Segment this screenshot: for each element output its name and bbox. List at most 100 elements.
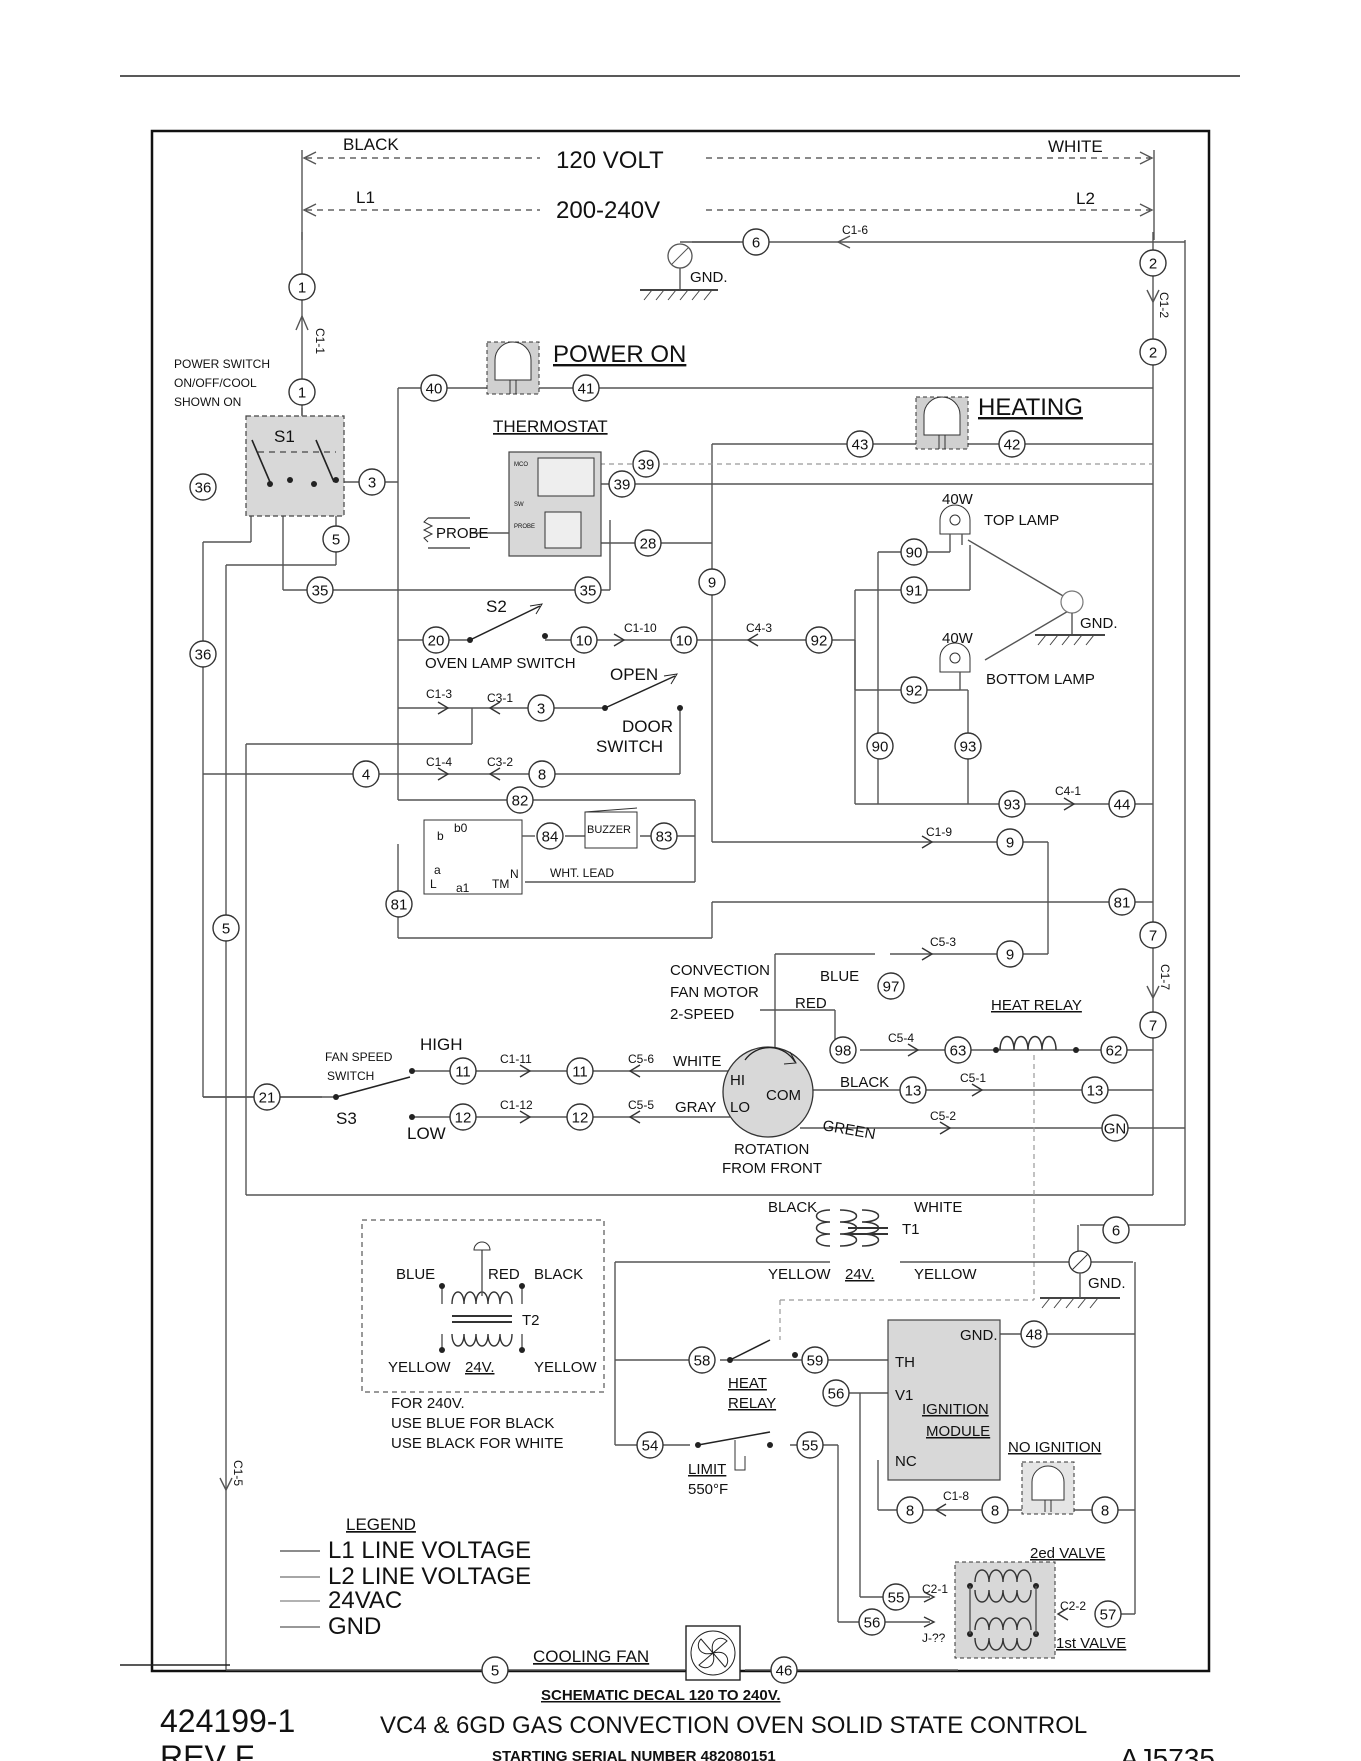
t2-note-3: USE BLACK FOR WHITE: [391, 1435, 564, 1452]
gnd-label-lamps: GND.: [1080, 615, 1118, 632]
wire-node-36: 36: [189, 640, 217, 668]
rotation-label-1: ROTATION: [734, 1141, 809, 1158]
wire-node-43: 43: [846, 430, 874, 458]
wire-white-label: WHITE: [673, 1053, 721, 1070]
heat-relay-label: HEAT RELAY: [991, 997, 1082, 1014]
wire-node-48: 48: [1020, 1320, 1048, 1348]
wire-node-82: 82: [506, 786, 534, 814]
wire-node-GN: GN: [1101, 1114, 1129, 1142]
t2-note-1: FOR 240V.: [391, 1395, 465, 1412]
connector-c5-1: C5-1: [960, 1071, 986, 1085]
wire-node-number: 83: [656, 829, 673, 846]
wire-node-number: 39: [638, 457, 655, 474]
ignition-module: GND. TH V1 NC IGNITION MODULE: [887, 1319, 1001, 1481]
motor-lo: LO: [730, 1099, 750, 1116]
wire-node-20: 20: [422, 626, 450, 654]
t1-24v-label: 24V.: [845, 1266, 874, 1283]
wire-node-91: 91: [900, 576, 928, 604]
connector-c1-12: C1-12: [500, 1098, 533, 1112]
connector-c4-1: C4-1: [1055, 784, 1081, 798]
wire-node-8: 8: [981, 1496, 1009, 1524]
line1-right-label: WHITE: [1048, 137, 1103, 156]
connector-c1-1: C1-1: [313, 328, 327, 354]
wire-node-number: 9: [1006, 835, 1014, 852]
ign-th-label: TH: [895, 1354, 915, 1371]
wire-node-number: 6: [752, 235, 760, 252]
line1-left-label: BLACK: [343, 135, 399, 154]
wire-red-label: RED: [795, 995, 827, 1012]
timer-n: N: [510, 867, 519, 881]
wire-node-10: 10: [570, 626, 598, 654]
wire-node-number: 12: [572, 1110, 589, 1127]
heating-indicator: HEATING: [915, 394, 1083, 450]
wire-node-56: 56: [858, 1608, 886, 1636]
connector-j: J-??: [922, 1631, 946, 1645]
wire-node-number: 5: [332, 532, 340, 549]
wire-node-number: 4: [362, 767, 370, 784]
wire-node-3: 3: [358, 468, 386, 496]
ground-symbol-t1: GND.: [1040, 1250, 1126, 1309]
wire-black-label: BLACK: [840, 1074, 889, 1091]
wire-node-8: 8: [896, 1496, 924, 1524]
wire-node-54: 54: [636, 1431, 664, 1459]
line1-center-label: 120 VOLT: [556, 147, 664, 174]
limit-switch: LIMIT 550°F: [688, 1431, 773, 1498]
connector-c1-3: C1-3: [426, 687, 452, 701]
wire-node-35: 35: [306, 576, 334, 604]
probe-label: PROBE: [436, 525, 489, 542]
thermostat-label: THERMOSTAT: [493, 417, 608, 436]
convection-fan-motor: CONVECTION FAN MOTOR 2-SPEED HI LO COM R…: [670, 962, 822, 1177]
fan-motor-label-1: CONVECTION: [670, 962, 770, 979]
wire-node-8: 8: [528, 760, 556, 788]
door-open-label: OPEN: [610, 665, 658, 684]
wire-node-number: 3: [368, 475, 376, 492]
legend-item-l1: L1 LINE VOLTAGE: [328, 1537, 531, 1564]
wire-node-number: 39: [614, 477, 631, 494]
wire-node-93: 93: [998, 790, 1026, 818]
title-block: SCHEMATIC DECAL 120 TO 240V. VC4 & 6GD G…: [160, 1687, 1215, 1761]
wire-node-number: 46: [776, 1663, 793, 1680]
wire-node-number: 81: [1114, 895, 1131, 912]
wire-node-number: 57: [1100, 1607, 1117, 1624]
wire-node-number: 63: [950, 1043, 967, 1060]
wire-green-label: GREEN: [821, 1117, 876, 1143]
wire-blue-label: BLUE: [820, 968, 859, 985]
t1-white-label: WHITE: [914, 1199, 962, 1216]
wire-node-number: 6: [1112, 1223, 1120, 1240]
wire-node-7: 7: [1139, 921, 1167, 949]
schematic-frame: [150, 129, 1211, 1673]
wire-node-58: 58: [688, 1346, 716, 1374]
motor-com: COM: [766, 1087, 801, 1104]
buzzer-label: BUZZER: [587, 824, 631, 836]
ign-gnd-label: GND.: [960, 1327, 998, 1344]
s1-label: S1: [274, 427, 295, 446]
legend-title: LEGEND: [346, 1515, 416, 1534]
t1-black-label: BLACK: [768, 1199, 817, 1216]
transformer-t2: BLUE RED BLACK YELLOW YELLOW 24V. T2 FOR…: [361, 1219, 605, 1452]
connector-c1-9: C1-9: [926, 825, 952, 839]
svg-text:PROBE: PROBE: [514, 524, 535, 530]
wire-node-42: 42: [998, 430, 1026, 458]
wht-lead-label: WHT. LEAD: [550, 866, 614, 880]
fan-speed-label-1: FAN SPEED: [325, 1050, 393, 1064]
t2-black-label: BLACK: [534, 1266, 583, 1283]
wire-node-9: 9: [996, 828, 1024, 856]
motor-hi: HI: [730, 1072, 745, 1089]
t2-note-2: USE BLUE FOR BLACK: [391, 1415, 554, 1432]
wire-node-number: 8: [991, 1503, 999, 1520]
wire-node-12: 12: [449, 1103, 477, 1131]
wire-node-number: 3: [537, 701, 545, 718]
wire-node-41: 41: [572, 374, 600, 402]
fan-speed-switch-s3: FAN SPEED SWITCH HIGH LOW S3: [325, 1035, 463, 1143]
wire-node-11: 11: [449, 1057, 477, 1085]
wire-node-number: 93: [1004, 797, 1021, 814]
wire-node-10: 10: [670, 626, 698, 654]
t2-label: T2: [522, 1312, 540, 1329]
ign-nc-label: NC: [895, 1453, 917, 1470]
legend-item-l2: L2 LINE VOLTAGE: [328, 1563, 531, 1590]
wire-node-6: 6: [1102, 1216, 1130, 1244]
wire-node-59: 59: [801, 1346, 829, 1374]
wire-node-39: 39: [632, 450, 660, 478]
